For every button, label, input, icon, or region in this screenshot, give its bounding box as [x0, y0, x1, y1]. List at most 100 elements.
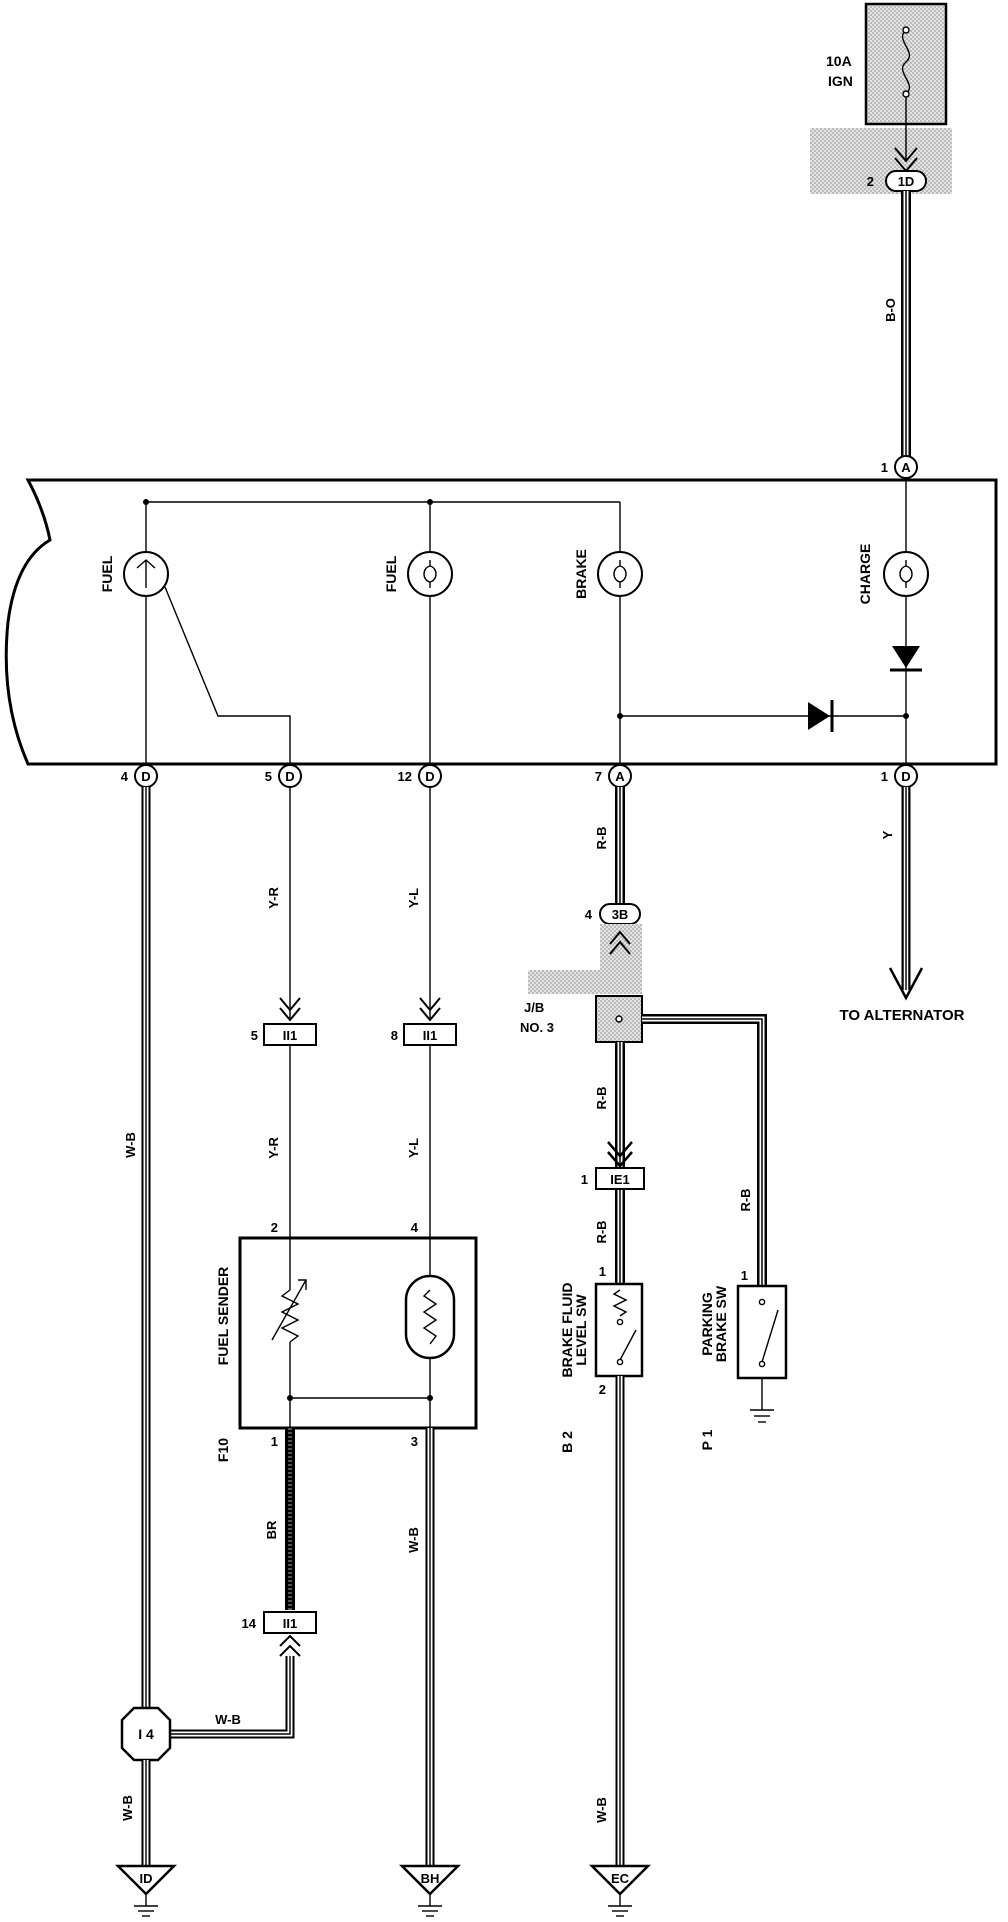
connector-ii1-8: II1 8	[391, 1023, 457, 1046]
pin-num: 1	[881, 769, 888, 784]
pin-num: 4	[121, 769, 129, 784]
charge-light-label: CHARGE	[857, 544, 873, 605]
wire-y-r-label: Y-R	[266, 887, 281, 909]
wire-w-b-main: W-B	[123, 787, 151, 1735]
junction-i4: I 4	[120, 1706, 172, 1762]
wire-w-b-i4-label: W-B	[215, 1712, 241, 1727]
connector-ii1-5: II1 5	[251, 1023, 317, 1046]
fuel-warning-light: FUEL	[383, 551, 453, 764]
parking-brake-code: P 1	[699, 1429, 715, 1450]
jb-shaded-area	[528, 970, 642, 994]
ground-id-label: ID	[140, 1871, 153, 1886]
wire-r-b-parking: R-B	[642, 1014, 767, 1300]
wire-y-l: Y-L Y-L	[406, 787, 441, 1238]
fuel-sender-pin: 1	[271, 1434, 278, 1449]
connector-pin: 14	[242, 1616, 257, 1631]
connector-ii1-14: II1 14	[242, 1611, 317, 1657]
connector-1d-label: 1D	[898, 174, 915, 189]
diode-icon	[808, 702, 830, 730]
wire-w-b-to-id-label: W-B	[120, 1795, 135, 1821]
lamp-filament-icon	[423, 560, 437, 588]
brake-fluid-pin: 2	[599, 1382, 606, 1397]
brake-warning-light: BRAKE	[573, 549, 906, 764]
switch-icon	[619, 1329, 637, 1361]
lamp-filament-icon	[613, 560, 627, 588]
parking-brake-label-1: PARKING	[699, 1292, 715, 1356]
wire-y-label: Y	[880, 830, 895, 839]
ground-icon	[608, 1905, 632, 1917]
wire-w-b-label: W-B	[123, 1132, 138, 1158]
wire-y-l-label-lower: Y-L	[406, 1138, 421, 1158]
fuel-sender-pin: 2	[271, 1220, 278, 1235]
wire-w-b-to-id: W-B	[120, 1760, 151, 1866]
pin-conn: D	[285, 769, 294, 784]
wire-b-o-label: B-O	[883, 298, 898, 322]
gauge-needle-icon	[136, 559, 156, 588]
pin-conn: D	[901, 769, 910, 784]
connector-label: II1	[423, 1028, 437, 1043]
wire-br-label: BR	[264, 1520, 279, 1539]
connector-pin: 8	[391, 1028, 398, 1043]
connector-pin: 5	[251, 1028, 258, 1043]
meter-top-pin: A 1	[881, 455, 918, 479]
fuse-10a-ign: 10A IGN	[810, 2, 952, 194]
connector-3b: 3B 4	[585, 903, 641, 925]
wire-y: Y TO ALTERNATOR	[840, 787, 965, 1024]
pin-conn: A	[615, 769, 625, 784]
pin-conn: D	[425, 769, 434, 784]
to-alternator-label: TO ALTERNATOR	[840, 1007, 965, 1024]
wire-y-l-label: Y-L	[406, 888, 421, 908]
meter-top-pin-conn: A	[901, 460, 911, 475]
brake-fluid-label-2: LEVEL SW	[573, 1294, 589, 1366]
meter-pin-4d: D 4	[121, 764, 158, 788]
pin-num: 5	[265, 769, 272, 784]
meter-pin-1d: D 1	[881, 764, 918, 788]
fuel-gauge: FUEL	[99, 551, 291, 764]
wire-r-b-parking-label: R-B	[738, 1188, 753, 1211]
ground-icon	[418, 1905, 442, 1917]
fuel-sender-pin: 3	[411, 1434, 418, 1449]
switch-icon	[761, 1309, 779, 1363]
lamp-filament-icon	[899, 560, 913, 588]
wire-w-b-sender-label: W-B	[406, 1527, 421, 1553]
parking-brake-pin: 1	[741, 1268, 748, 1283]
brake-light-label: BRAKE	[573, 549, 589, 599]
fuse-element-icon	[901, 29, 911, 95]
fuse-name: IGN	[828, 73, 853, 89]
ground-ec-label: EC	[611, 1871, 630, 1886]
charge-warning-light: CHARGE	[808, 544, 929, 764]
fuse-shaded-area	[810, 128, 952, 194]
connector-pin: 1	[581, 1172, 588, 1187]
wire-w-b-sender: W-B	[406, 1428, 435, 1870]
connector-label: II1	[283, 1028, 297, 1043]
variable-resistor-icon	[280, 1289, 300, 1343]
fuel-sender-code: F10	[215, 1438, 231, 1462]
parking-brake-switch: 1 PARKING BRAKE SW P 1	[699, 1268, 788, 1450]
pin-num: 7	[595, 769, 602, 784]
wire-w-b-i4-branch: W-B	[168, 1656, 295, 1739]
connector-label: II1	[283, 1616, 297, 1631]
fuel-light-label: FUEL	[383, 555, 399, 592]
fuel-sender: FUEL SENDER F10 2 4 1 3	[215, 1220, 478, 1462]
wire-b-o: B-O	[883, 191, 911, 456]
brake-fluid-pin: 1	[599, 1264, 606, 1279]
meter-pin-7a: A 7	[595, 764, 632, 788]
wire-r-b-label-mid: R-B	[594, 1086, 609, 1109]
ground-ec: EC	[588, 1864, 652, 1917]
heater-element-icon	[404, 1274, 456, 1360]
ground-bh: BH	[398, 1864, 462, 1917]
meter-pin-12d: D 12	[398, 764, 442, 788]
ground-icon	[134, 1905, 158, 1917]
ground-bh-label: BH	[421, 1871, 440, 1886]
connector-ie1: IE1 1	[581, 1167, 645, 1190]
arrow-down-icon	[888, 967, 924, 1001]
wire-r-b-upper: R-B	[594, 787, 625, 904]
fuel-gauge-label: FUEL	[99, 555, 115, 592]
meter-top-pin-num: 1	[881, 460, 888, 475]
wire-br: BR	[264, 1428, 295, 1610]
combination-meter: FUEL FUEL BRAKE CHARGE	[4, 478, 998, 766]
junction-i4-label: I 4	[138, 1726, 154, 1742]
connector-1d-pin: 2	[867, 174, 874, 189]
brake-fluid-code: B 2	[559, 1431, 575, 1453]
